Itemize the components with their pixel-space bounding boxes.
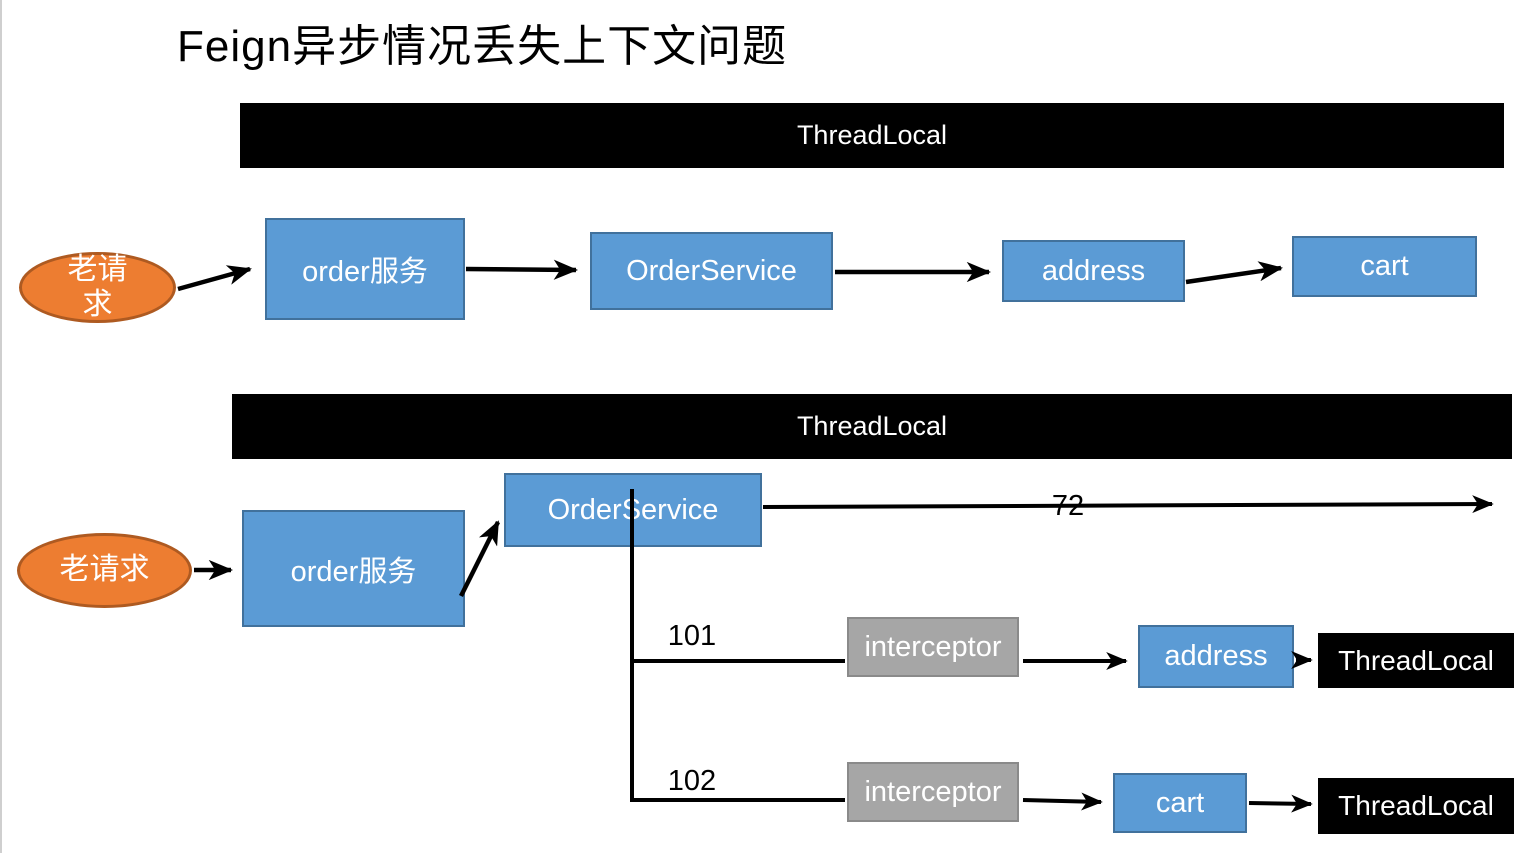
thread-id-label-72: 72 [1051, 490, 1085, 522]
arrow-interceptor-to-cart [1022, 792, 1103, 811]
interceptor-box-102: interceptor [847, 762, 1019, 822]
old-request-ellipse-bottom: 老请求 [17, 533, 192, 608]
orderservice-class-box-bottom: OrderService [504, 473, 762, 547]
order-service-box-bottom: order服务 [242, 510, 465, 627]
old-request-ellipse-top: 老请求 [19, 252, 176, 323]
threadlocal-box-102: ThreadLocal [1318, 778, 1514, 834]
interceptor-box-101: interceptor [847, 617, 1019, 677]
arrow-address-to-cart-top [1185, 261, 1284, 285]
arrow-thread-72 [762, 495, 1494, 514]
cart-box-bottom: cart [1113, 773, 1247, 833]
threadlocal-banner-bottom: ThreadLocal [232, 394, 1512, 459]
old-request-label-top: 老请求 [67, 253, 128, 321]
address-box-top: address [1002, 240, 1185, 302]
threadlocal-banner-top: ThreadLocal [240, 103, 1504, 168]
orderservice-class-box-top: OrderService [590, 232, 833, 310]
arrow-order-to-orderservice-bottom [458, 520, 501, 598]
arrow-order-to-orderservice-top [465, 259, 579, 280]
arrow-request-to-order-top [177, 265, 252, 292]
thread-id-label-102: 102 [667, 765, 717, 797]
order-service-box-top: order服务 [265, 218, 465, 320]
cart-box-top: cart [1292, 236, 1477, 297]
address-box-bottom: address [1138, 625, 1294, 688]
arrow-cart-to-threadlocal [1248, 794, 1313, 813]
thread-id-label-101: 101 [667, 620, 717, 652]
threadlocal-box-101: ThreadLocal [1318, 633, 1514, 688]
page-title: Feign异步情况丢失上下文问题 [177, 22, 788, 71]
